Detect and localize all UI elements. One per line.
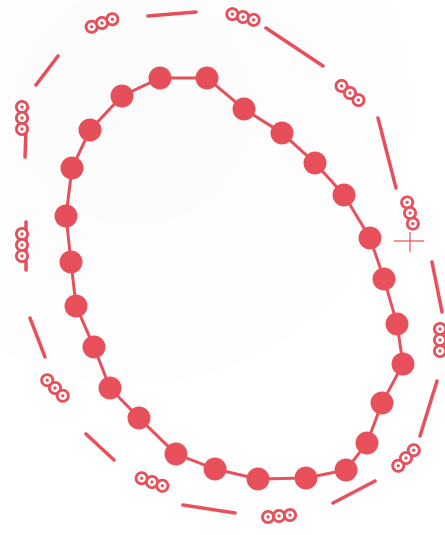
inner-bead-strand: [66, 78, 403, 479]
cluster-bead-hole: [20, 254, 23, 257]
bead: [65, 295, 88, 318]
cluster-bead-hole: [20, 127, 23, 130]
bead: [83, 336, 106, 359]
outline-dash: [36, 56, 58, 85]
bead-cluster: [400, 196, 419, 231]
bead-cluster: [16, 101, 27, 134]
bead: [271, 122, 294, 145]
bead: [79, 119, 102, 142]
bead-cluster: [262, 509, 296, 523]
outline-dash: [86, 434, 114, 460]
bead: [373, 268, 396, 291]
bead-cluster: [16, 228, 27, 261]
bead: [111, 85, 134, 108]
bead: [204, 458, 227, 481]
cluster-bead-hole: [20, 243, 23, 246]
bead-cluster: [390, 442, 421, 473]
bead-cluster: [226, 7, 261, 26]
bead: [356, 432, 379, 455]
cluster-bead-hole: [438, 327, 441, 330]
cluster-bead-hole: [438, 338, 441, 341]
bead: [371, 392, 394, 415]
outline-dash: [333, 481, 375, 503]
bead: [165, 443, 188, 466]
inner-bead-ring: [55, 67, 415, 491]
outline-dash: [420, 381, 437, 436]
outline-dash: [183, 505, 235, 513]
bead: [335, 459, 358, 482]
cluster-bead-hole: [20, 116, 23, 119]
outline-dash: [378, 118, 396, 188]
outline-dash: [432, 262, 442, 312]
bead: [295, 467, 318, 490]
bead: [149, 67, 172, 90]
bead-cluster: [334, 78, 367, 108]
bead: [55, 205, 78, 228]
bead: [333, 184, 356, 207]
bead-strand-line: [66, 78, 403, 479]
bead-cluster: [39, 372, 70, 403]
outline-dash: [148, 12, 196, 16]
bead: [304, 152, 327, 175]
bead: [233, 98, 256, 121]
cluster-bead-hole: [20, 232, 23, 235]
bead: [392, 353, 415, 376]
bead: [359, 227, 382, 250]
outline-dash: [266, 28, 323, 66]
bead: [247, 468, 270, 491]
bead: [128, 407, 151, 430]
fold-mark: [394, 232, 424, 252]
bead-cluster: [434, 323, 445, 356]
cluster-bead-hole: [438, 349, 441, 352]
bead-cluster: [134, 471, 169, 493]
bead: [61, 157, 84, 180]
outline-dash: [30, 318, 45, 357]
cluster-bead-hole: [20, 105, 23, 108]
bead: [196, 67, 219, 90]
bead: [99, 377, 122, 400]
bead-cluster: [84, 12, 119, 34]
bead: [60, 251, 83, 274]
bead: [386, 313, 409, 336]
